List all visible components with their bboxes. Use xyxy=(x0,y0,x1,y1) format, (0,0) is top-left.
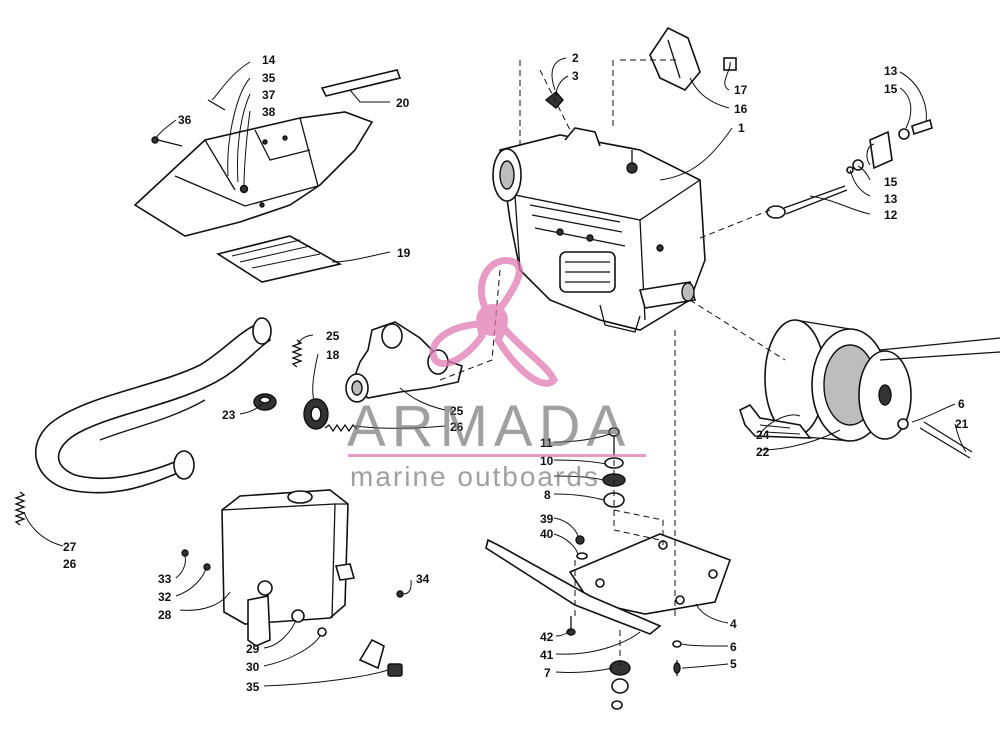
callout-15-top: 15 xyxy=(884,82,898,96)
watermark-brand: ARMADA xyxy=(347,394,631,459)
callout-23: 23 xyxy=(222,408,236,422)
callout-labels: 2 3 17 16 1 13 15 15 13 12 14 35 37 38 3… xyxy=(63,51,969,694)
intake-bracket-strip xyxy=(320,69,402,97)
exhaust-pipe xyxy=(34,317,272,494)
callout-20: 20 xyxy=(396,96,410,110)
drive-clutch xyxy=(739,319,1000,442)
callout-18: 18 xyxy=(326,348,340,362)
callout-5: 5 xyxy=(730,657,737,671)
callout-14: 14 xyxy=(262,53,276,67)
callout-41: 40 xyxy=(540,527,554,541)
callout-2: 2 xyxy=(572,51,579,65)
callout-38: 38 xyxy=(262,105,276,119)
callout-13: 13 xyxy=(884,192,898,206)
callout-36: 36 xyxy=(178,113,192,127)
callout-26-top: 25 xyxy=(326,329,340,343)
callout-6-bottom: 6 xyxy=(730,640,737,654)
callout-8: 8 xyxy=(544,488,551,502)
callout-17: 17 xyxy=(734,83,748,97)
assembly-lines xyxy=(439,59,786,668)
callout-1: 1 xyxy=(738,121,745,135)
clutch-bolt-21 xyxy=(897,418,973,459)
callout-7: 7 xyxy=(544,666,551,680)
callout-4: 4 xyxy=(730,617,737,631)
callout-12: 12 xyxy=(884,208,898,222)
callout-28: 28 xyxy=(158,608,172,622)
mount-screws-5-6 xyxy=(672,640,682,676)
callout-39: 41 xyxy=(540,648,554,662)
gasket-18 xyxy=(303,398,329,430)
callout-21: 21 xyxy=(955,417,969,431)
callout-24: 24 xyxy=(756,428,770,442)
mount-foot-7 xyxy=(609,660,631,710)
gasket-sheet xyxy=(215,235,343,283)
spring-26-mid xyxy=(324,423,358,433)
spring-27 xyxy=(14,491,26,526)
watermark-rule xyxy=(348,454,646,457)
callout-25: 25 xyxy=(450,404,464,418)
callout-33: 34 xyxy=(416,572,430,586)
leader-lines xyxy=(23,57,967,687)
callout-29: 29 xyxy=(246,642,260,656)
screw-14 xyxy=(207,99,226,111)
callout-37: 37 xyxy=(262,88,276,102)
callout-16: 16 xyxy=(734,102,748,116)
muffler xyxy=(221,489,356,647)
engine-mount-plate xyxy=(485,533,732,635)
screw-36 xyxy=(151,136,183,147)
callout-27: 27 xyxy=(63,540,77,554)
exhaust-manifold xyxy=(345,321,463,403)
callout-42: 42 xyxy=(540,630,554,644)
callout-34: 35 xyxy=(246,680,260,694)
callout-13-top: 13 xyxy=(884,64,898,78)
callout-26-mid: 26 xyxy=(450,420,464,434)
callout-6-right: 6 xyxy=(958,397,965,411)
recoil-bracket-16-17 xyxy=(649,26,737,91)
watermark-tagline: marine outboards xyxy=(350,461,600,492)
callout-19: 19 xyxy=(397,246,411,260)
propeller-icon xyxy=(429,257,559,387)
callout-3: 3 xyxy=(572,69,579,83)
callout-11: 11 xyxy=(540,436,553,450)
watermark-logo: ARMADA marine outboards xyxy=(347,257,646,492)
air-intake-silencer xyxy=(133,111,374,237)
callout-40: 39 xyxy=(540,512,554,526)
muffler-hardware-29-30-34 xyxy=(291,609,403,677)
callout-15: 15 xyxy=(884,175,898,189)
callout-32: 33 xyxy=(158,572,172,586)
callout-30: 30 xyxy=(246,660,260,674)
callout-35: 35 xyxy=(262,71,276,85)
bracket-13-15 xyxy=(846,118,933,174)
callout-22: 22 xyxy=(756,445,770,459)
engine-assembly xyxy=(492,127,706,333)
engine-mount-bolt-12 xyxy=(766,185,848,219)
callout-26-left: 26 xyxy=(63,557,77,571)
spring-26-top xyxy=(291,339,303,368)
callout-10: 10 xyxy=(540,454,554,468)
callout-31: 32 xyxy=(158,590,172,604)
